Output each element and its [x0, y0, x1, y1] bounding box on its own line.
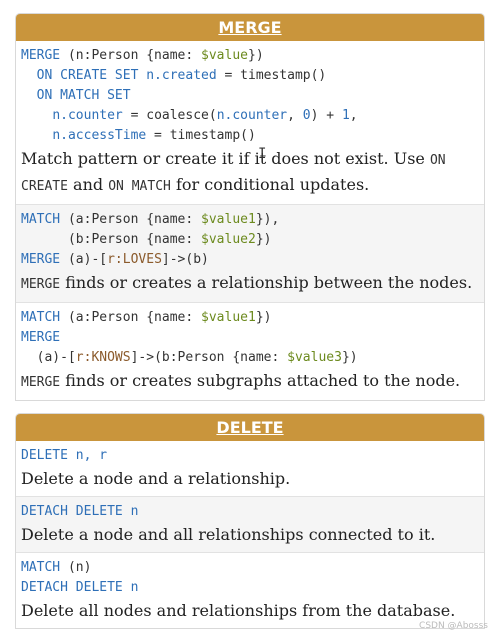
merge-desc-2: MERGE finds or creates a relationship be… [21, 273, 473, 292]
delete-header[interactable]: DELETE [16, 414, 484, 441]
merge-desc-3: MERGE finds or creates subgraphs attache… [21, 371, 461, 390]
merge-section-1: MERGE (n:Person {name: $value}) ON CREAT… [16, 41, 484, 205]
text-cursor-icon: I [258, 146, 267, 162]
merge-code-2: MATCH (a:Person {name: $value1}), (b:Per… [21, 212, 280, 267]
delete-desc-3: Delete all nodes and relationships from … [21, 601, 456, 620]
merge-code-1: MERGE (n:Person {name: $value}) ON CREAT… [21, 48, 358, 143]
merge-section-3: MATCH (a:Person {name: $value1}) MERGE (… [16, 303, 484, 400]
merge-code-3: MATCH (a:Person {name: $value1}) MERGE (… [21, 310, 358, 365]
delete-code-3: MATCH (n) DETACH DELETE n [21, 560, 139, 595]
merge-section-2: MATCH (a:Person {name: $value1}), (b:Per… [16, 205, 484, 303]
merge-desc-1: Match pattern or create it if it does no… [21, 149, 446, 194]
delete-section-1: DELETE n, r Delete a node and a relation… [16, 441, 484, 497]
delete-code-2: DETACH DELETE n [21, 504, 139, 519]
merge-header[interactable]: MERGE [16, 14, 484, 41]
merge-card: MERGE MERGE (n:Person {name: $value}) ON… [15, 13, 485, 401]
delete-section-2: DETACH DELETE n Delete a node and all re… [16, 497, 484, 553]
delete-code-1: DELETE n, r [21, 448, 108, 463]
watermark: CSDN @Abosss [419, 621, 488, 631]
delete-desc-1: Delete a node and a relationship. [21, 469, 291, 488]
delete-desc-2: Delete a node and all relationships conn… [21, 525, 436, 544]
delete-card: DELETE DELETE n, r Delete a node and a r… [15, 413, 485, 629]
delete-section-3: MATCH (n) DETACH DELETE n Delete all nod… [16, 553, 484, 628]
